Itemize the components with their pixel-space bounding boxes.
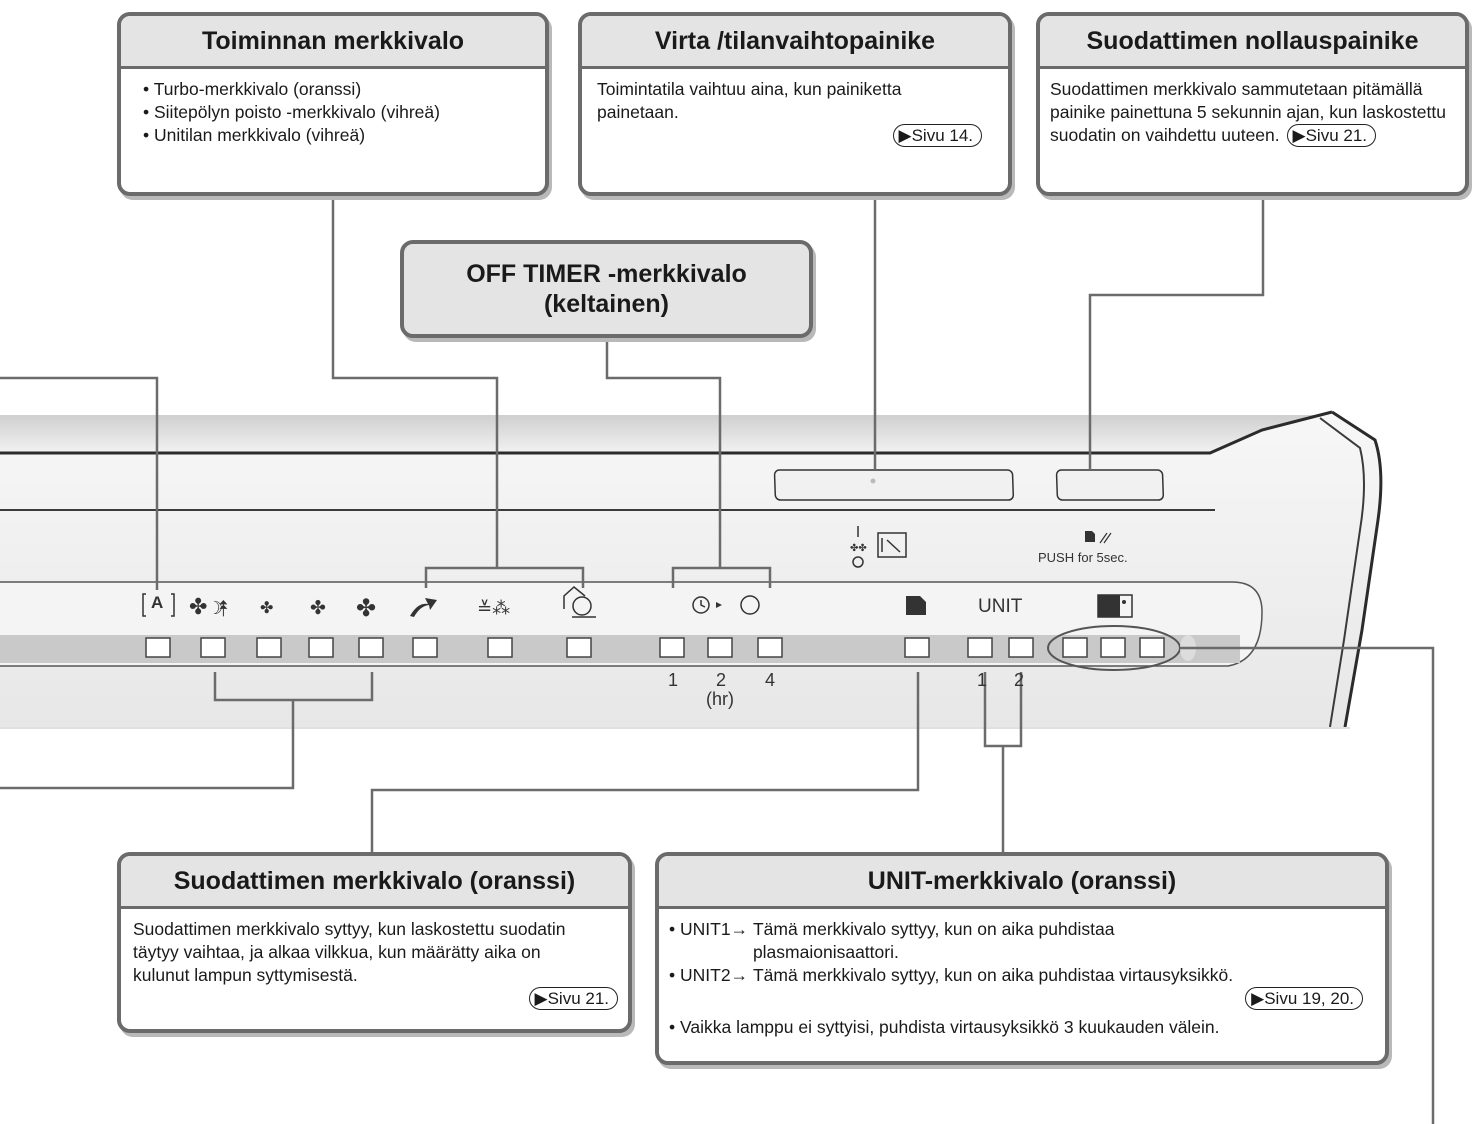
list-item: • UNIT2→ Tämä merkkivalo syttyy, kun on …: [669, 965, 1234, 985]
svg-text:☽: ☽: [207, 598, 223, 619]
list-item: • Unitilan merkkivalo (vihreä): [143, 125, 366, 145]
callout-function-light: Toiminnan merkkivalo • Turbo-merkkivalo …: [117, 12, 549, 196]
unit-label: UNIT: [978, 596, 1023, 617]
auto-mode-label: A: [151, 593, 164, 612]
timer-icon: [692, 595, 760, 615]
svg-text:✤: ✤: [189, 595, 207, 620]
turbo-icon: [410, 598, 437, 617]
power-button-dot: [870, 478, 876, 484]
callout-power-button: Virta /tilanvaihtopainike Toimintatila v…: [578, 12, 1012, 196]
callout-unit-light: UNIT-merkkivalo (oranssi) • UNIT1→ Tämä …: [655, 852, 1389, 1065]
push-label: PUSH for 5sec.: [1038, 550, 1128, 565]
list-item: • UNIT1→ Tämä merkkivalo syttyy, kun on …: [669, 919, 1115, 962]
svg-text:✤: ✤: [310, 597, 326, 619]
callout-subtitle: (keltainen): [543, 290, 670, 318]
heater-icon: [1097, 594, 1133, 618]
callout-text: Suodattimen merkkivalo sammutetaan pitäm…: [1050, 79, 1446, 145]
list-item: • Siitepölyn poisto -merkkivalo (vihreä): [143, 102, 440, 122]
callout-title: UNIT-merkkivalo (oranssi): [659, 856, 1385, 909]
callout-title: Toiminnan merkkivalo: [121, 16, 545, 69]
callout-text: Toimintatila vaihtuu aina, kun painikett…: [597, 79, 902, 122]
svg-text:✤: ✤: [356, 594, 376, 622]
timer-number-4: 4: [765, 670, 776, 690]
unit-number-1: 1: [977, 670, 988, 690]
filter-reset-button: [1055, 469, 1165, 501]
page-reference: ▶Sivu 21.: [1286, 124, 1377, 147]
fan-icons: ✤ ☽ ⯭ ✤ ✤ ✤: [189, 594, 376, 622]
page-reference: ▶Sivu 14.: [892, 124, 982, 147]
svg-text:⯭: ⯭: [217, 597, 230, 622]
power-mode-icon: ✤✤: [850, 526, 907, 568]
callout-title: Virta /tilanvaihtopainike: [582, 16, 1008, 69]
timer-number-1: 1: [668, 670, 679, 690]
leader-lines: [0, 195, 1435, 1124]
list-item: • Vaikka lamppu ei syttyisi, puhdista vi…: [669, 1017, 1220, 1037]
callout-title: OFF TIMER -merkkivalo: [466, 260, 747, 288]
unit-number-2: 2: [1014, 670, 1025, 690]
unit-body: [0, 410, 1383, 729]
indicator-lamps: [145, 637, 1165, 658]
power-mode-button: [773, 469, 1015, 501]
filter-reset-small-icon: [1085, 531, 1112, 544]
page-reference: ▶Sivu 21.: [528, 987, 618, 1010]
callout-text: Suodattimen merkkivalo syttyy, kun lasko…: [133, 919, 566, 985]
page-reference: ▶Sivu 19, 20.: [1245, 987, 1363, 1010]
timer-unit: (hr): [706, 689, 734, 709]
callout-filter-reset: Suodattimen nollauspainike Suodattimen m…: [1036, 12, 1469, 196]
auto-mode-icon: [142, 593, 175, 617]
svg-text:✤: ✤: [260, 598, 273, 617]
timer-number-2: 2: [716, 670, 727, 690]
svg-text:≚⁂: ≚⁂: [477, 598, 510, 619]
sleep-mode-icon: [563, 586, 596, 618]
callout-title: Suodattimen merkkivalo (oranssi): [121, 856, 628, 909]
callout-filter-light: Suodattimen merkkivalo (oranssi) Suodatt…: [117, 852, 632, 1033]
filter-lamp-icon: [906, 596, 926, 615]
list-item: • Turbo-merkkivalo (oranssi): [143, 79, 362, 99]
svg-text:✤✤: ✤✤: [850, 543, 867, 554]
callout-title: Suodattimen nollauspainike: [1040, 16, 1465, 69]
pollen-icon: ≚⁂: [477, 598, 510, 619]
callout-off-timer: OFF TIMER -merkkivalo (keltainen): [400, 240, 813, 338]
